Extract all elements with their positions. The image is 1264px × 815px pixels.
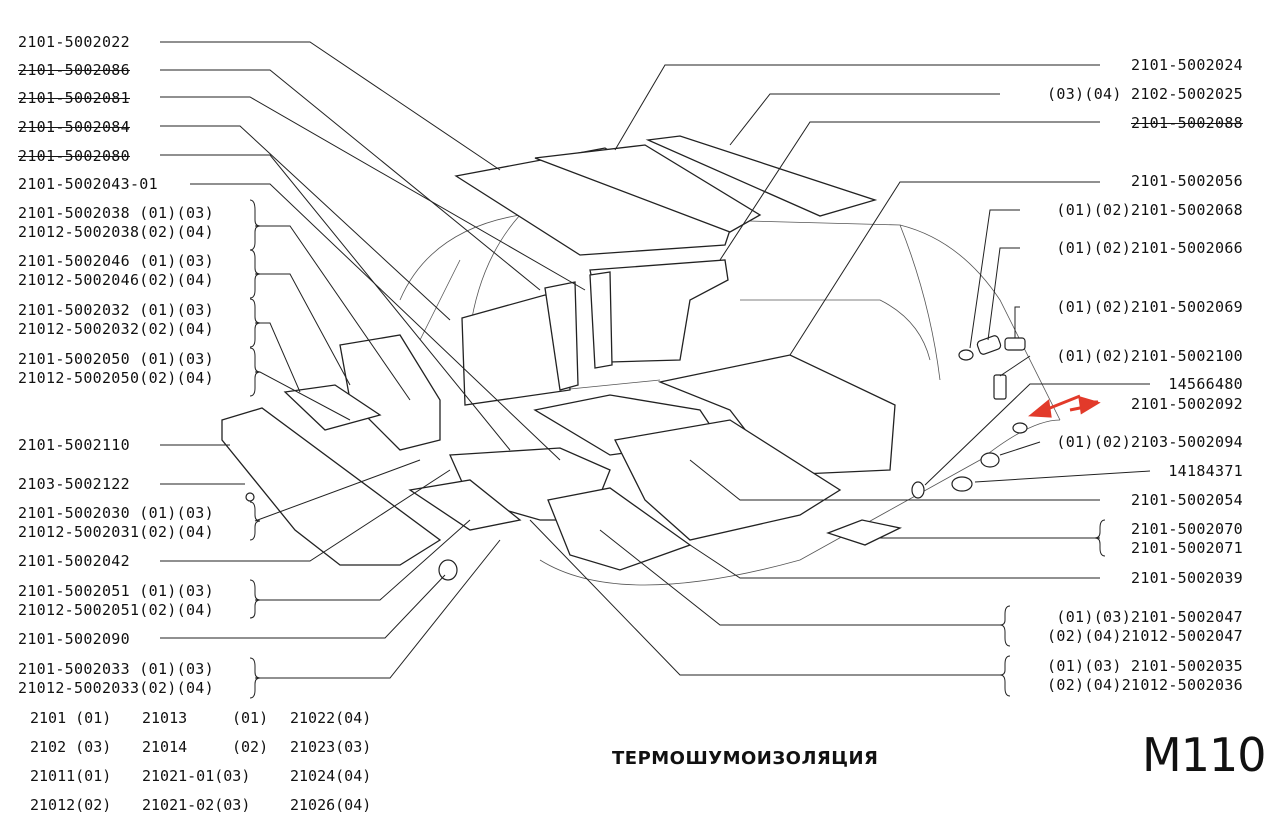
label-2101-5002090: 2101-5002090 — [18, 630, 130, 648]
legend-cell: (02) — [232, 738, 269, 756]
label-2101-5002046: 2101-5002046 (01)(03) — [18, 252, 214, 270]
label-2101-5002081: 2101-5002081 — [18, 89, 130, 107]
label-14184371: 14184371 — [1168, 462, 1243, 480]
label-2101-5002042: 2101-5002042 — [18, 552, 130, 570]
legend-cell: 21026(04) — [290, 796, 372, 814]
label-2101-5002043-01: 2101-5002043-01 — [18, 175, 158, 193]
legend-cell: 21012(02) — [30, 796, 112, 814]
label-2101-5002051: 2101-5002051 (01)(03) — [18, 582, 214, 600]
label-2101-5002069: (01)(02)2101-5002069 — [1056, 298, 1243, 316]
hood-liner — [221, 407, 442, 566]
label-2101-5002092: 2101-5002092 — [1131, 395, 1243, 413]
page-code: M110 — [1142, 728, 1264, 782]
label-2101-5002032: 2101-5002032 (01)(03) — [18, 301, 214, 319]
label-2101-5002100: (01)(02)2101-5002100 — [1056, 347, 1243, 365]
roof-strip — [645, 135, 878, 217]
label-2101-5002047: (01)(03)2101-5002047 — [1056, 608, 1243, 626]
label-21012-5002038: 21012-5002038(02)(04) — [18, 223, 214, 241]
footwell-left — [408, 479, 522, 531]
label-21012-5002032: 21012-5002032(02)(04) — [18, 320, 214, 338]
label-2101-5002110: 2101-5002110 — [18, 436, 130, 454]
label-21012-5002036: (02)(04)21012-5002036 — [1047, 676, 1243, 694]
label-14566480: 14566480 — [1168, 375, 1243, 393]
label-2101-5002050: 2101-5002050 (01)(03) — [18, 350, 214, 368]
legend-cell: 2101 (01) — [30, 709, 112, 727]
label-2101-5002080: 2101-5002080 — [18, 147, 130, 165]
label-2101-5002071: 2101-5002071 — [1131, 539, 1243, 557]
label-2101-5002030: 2101-5002030 (01)(03) — [18, 504, 214, 522]
label-2101-5002024: 2101-5002024 — [1131, 56, 1243, 74]
label-2101-5002039: 2101-5002039 — [1131, 569, 1243, 587]
label-2102-5002025: (03)(04) 2102-5002025 — [1047, 85, 1243, 103]
label-21012-5002051: 21012-5002051(02)(04) — [18, 601, 214, 619]
label-2101-5002084: 2101-5002084 — [18, 118, 130, 136]
label-2101-5002033: 2101-5002033 (01)(03) — [18, 660, 214, 678]
label-21012-5002047: (02)(04)21012-5002047 — [1047, 627, 1243, 645]
label-21012-5002050: 21012-5002050(02)(04) — [18, 369, 214, 387]
diagram-title: ТЕРМОШУМОИЗОЛЯЦИЯ — [612, 748, 879, 769]
label-2101-5002022: 2101-5002022 — [18, 33, 130, 51]
dash-panel — [339, 334, 441, 451]
label-2101-5002068: (01)(02)2101-5002068 — [1056, 201, 1243, 219]
legend-cell: 21013 — [142, 709, 188, 727]
label-2103-5002122: 2103-5002122 — [18, 475, 130, 493]
front-floor-mat — [614, 419, 842, 541]
legend-cell: 21014 — [142, 738, 188, 756]
legend-cell: 21023(03) — [290, 738, 372, 756]
label-2101-5002035: (01)(03) 2101-5002035 — [1047, 657, 1243, 675]
label-2103-5002094: (01)(02)2103-5002094 — [1056, 433, 1243, 451]
label-21012-5002046: 21012-5002046(02)(04) — [18, 271, 214, 289]
label-2101-5002038: 2101-5002038 (01)(03) — [18, 204, 214, 222]
legend-cell: 2102 (03) — [30, 738, 112, 756]
side-pad — [283, 384, 382, 431]
pillar-strip-2 — [589, 271, 613, 369]
label-2101-5002066: (01)(02)2101-5002066 — [1056, 239, 1243, 257]
legend-cell: (01) — [232, 709, 269, 727]
label-2101-5002056: 2101-5002056 — [1131, 172, 1243, 190]
label-2101-5002086: 2101-5002086 — [18, 61, 130, 79]
label-2101-5002070: 2101-5002070 — [1131, 520, 1243, 538]
small-parts — [245, 335, 1028, 581]
label-2101-5002054: 2101-5002054 — [1131, 491, 1243, 509]
legend-cell: 21011(01) — [30, 767, 112, 785]
legend-cell: 21021-02(03) — [142, 796, 251, 814]
legend-cell: 21021-01(03) — [142, 767, 251, 785]
label-2101-5002088: 2101-5002088 — [1131, 114, 1243, 132]
kick-panel — [826, 519, 902, 546]
leader-lines — [160, 41, 1151, 699]
legend-cell: 21022(04) — [290, 709, 372, 727]
legend-cell: 21024(04) — [290, 767, 372, 785]
red-arrows — [1028, 394, 1101, 418]
pillar-strip — [544, 281, 579, 391]
label-21012-5002033: 21012-5002033(02)(04) — [18, 679, 214, 697]
insulation-panels — [221, 135, 902, 571]
label-21012-5002031: 21012-5002031(02)(04) — [18, 523, 214, 541]
footwell-right — [547, 487, 692, 571]
roof-panel-front — [534, 144, 762, 233]
